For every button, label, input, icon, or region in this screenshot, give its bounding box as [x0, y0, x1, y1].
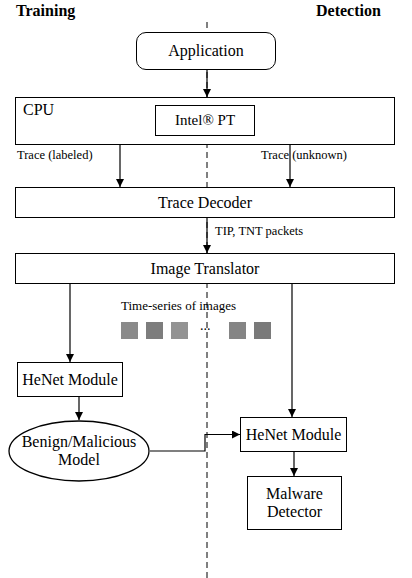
component-box: Intel® PT: [155, 105, 255, 136]
ellipse-shape: [9, 421, 149, 481]
node-label: Application: [168, 42, 244, 60]
image-tile: [229, 322, 246, 339]
flow-arrow: [291, 284, 292, 417]
model-ellipse: Benign/Malicious Model: [8, 420, 150, 482]
image-tile: [146, 322, 163, 339]
column-heading: Detection: [316, 2, 381, 20]
node-label: HeNet Module: [246, 426, 342, 444]
process-box: Image Translator: [15, 253, 395, 284]
edge-label: TIP, TNT packets: [215, 224, 303, 239]
flow-arrow: [289, 145, 290, 187]
cpu-box: CPU Intel® PT: [15, 97, 395, 145]
flow-arrow: [206, 70, 207, 97]
flow-arrow: [69, 284, 70, 362]
process-box: Trace Decoder: [15, 187, 395, 218]
node-label: Benign/Malicious Model: [20, 433, 138, 468]
flow-arrow: [293, 452, 294, 476]
flow-arrow: [78, 397, 79, 420]
node-label: CPU: [23, 101, 54, 119]
node-label: HeNet Module: [22, 371, 118, 389]
process-box: HeNet Module: [17, 362, 123, 397]
flow-arrow: [119, 145, 120, 187]
node-label: Trace Decoder: [158, 194, 252, 212]
image-tile: [121, 322, 138, 339]
edge-label: Trace (labeled): [17, 148, 93, 163]
start-box: Application: [136, 32, 276, 70]
image-tile: [254, 322, 271, 339]
annotation: Time-series of images: [121, 298, 236, 314]
output-box: Malware Detector: [247, 476, 342, 530]
column-heading: Training: [16, 2, 75, 20]
flow-arrow: [150, 435, 240, 452]
flow-arrow: [206, 218, 207, 253]
node-label: Intel® PT: [175, 112, 235, 129]
node-label: Malware Detector: [255, 485, 335, 520]
node-label: Image Translator: [151, 260, 260, 278]
image-tile: [171, 322, 188, 339]
edge-label: Trace (unknown): [261, 148, 347, 163]
process-box: HeNet Module: [240, 417, 347, 452]
ellipsis: ...: [200, 318, 211, 334]
